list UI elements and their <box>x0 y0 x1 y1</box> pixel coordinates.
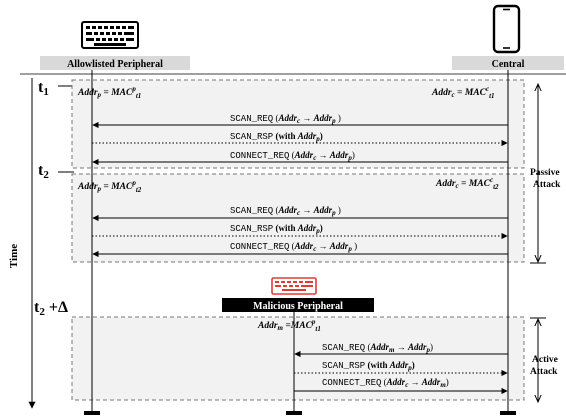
block1-left-addr: Addrp = MACpt1 <box>77 85 141 100</box>
block1-msg3-label: CONNECT_REQ (Addrc → Addrp) <box>230 150 355 162</box>
allowlisted-header <box>40 56 190 70</box>
block2-msg1-label: SCAN_REQ (Addrc → Addrp ) <box>230 205 341 217</box>
allowlisted-label: Allowlisted Peripheral <box>67 59 163 70</box>
central-label: Central <box>492 59 525 70</box>
malicious-header <box>222 298 374 312</box>
block3-center-addr: Addrm =MACpt1 <box>257 318 321 333</box>
block2-right-addr: Addrc = MACct2 <box>435 176 499 191</box>
malicious-keyboard-icon <box>271 277 317 295</box>
time-mark-t1: t1 <box>38 79 49 98</box>
time-axis-label: Time <box>8 244 20 268</box>
block1-msg2-label: SCAN_RSP (with Addrp) <box>230 131 323 143</box>
block1-msg1-label: SCAN_REQ (Addrc → Addrp ) <box>230 113 341 125</box>
time-mark-t2-delta: t2 +Δ <box>34 299 68 318</box>
smartphone-icon <box>492 4 521 54</box>
block2-msg2-label: SCAN_RSP (with Addrp) <box>230 223 323 235</box>
block3-msg2-label: SCAN_RSP (with Addrp) <box>322 360 415 372</box>
block-3 <box>71 316 525 401</box>
central-lifeline-end <box>500 411 516 415</box>
keyboard-icon <box>81 21 139 49</box>
central-header <box>452 56 564 70</box>
block-1 <box>71 79 525 169</box>
time-mark-t2: t2 <box>38 162 49 181</box>
block3-msg3-label: CONNECT_REQ (Addrc → Addrm) <box>322 377 449 389</box>
block1-right-addr: Addrc = MACct1 <box>431 85 495 100</box>
malicious-lifeline-end <box>286 411 302 415</box>
allowlisted-lifeline-end <box>84 411 100 415</box>
block2-left-addr: Addrp = MACpt2 <box>77 179 142 194</box>
block2-msg3-label: CONNECT_REQ (Addrc → Addrp ) <box>230 241 357 253</box>
malicious-label: Malicious Peripheral <box>253 301 343 312</box>
block3-msg1-label: SCAN_REQ (Addrm → Addrp) <box>322 342 433 354</box>
